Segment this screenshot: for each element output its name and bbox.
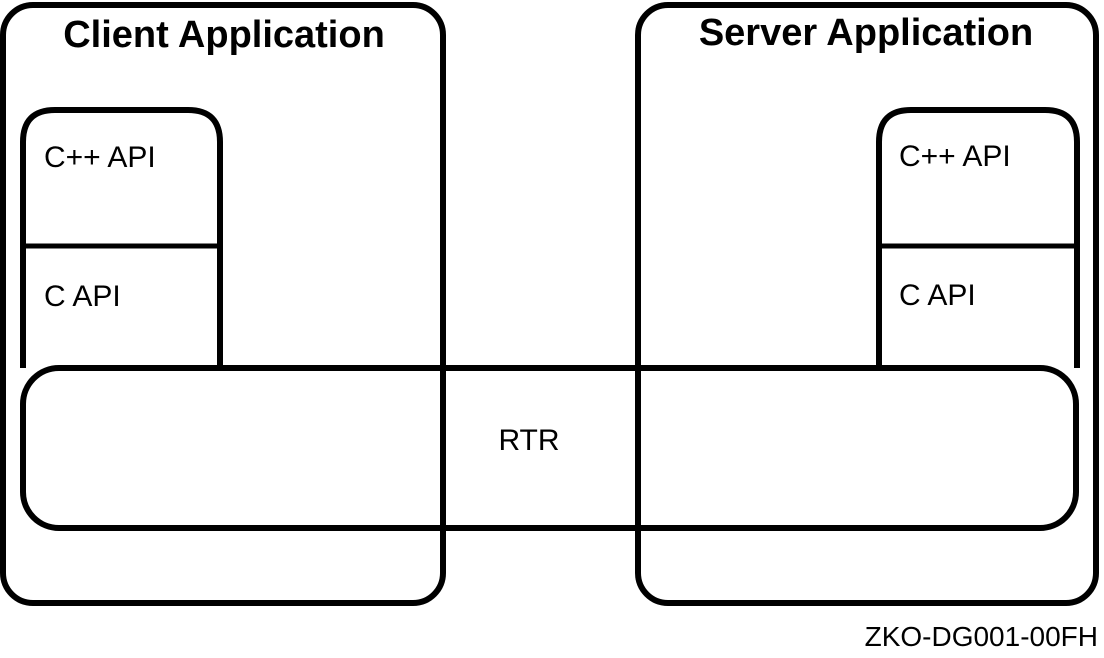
rtr-box (20, 365, 1079, 531)
rtr-group: RTR (20, 365, 1079, 531)
figure-id-label: ZKO-DG001-00FH (865, 621, 1098, 652)
client-c-api-label: C API (44, 280, 121, 313)
client-cpp-api-label: C++ API (44, 141, 156, 174)
server-application-box (635, 2, 1099, 606)
server-application-group: Server Application C++ API C API (635, 2, 1099, 606)
client-application-box (0, 2, 446, 606)
client-api-stack-box (20, 107, 223, 368)
server-application-title: Server Application (699, 12, 1033, 54)
rtr-label: RTR (498, 424, 559, 457)
server-api-stack-box (876, 107, 1080, 368)
client-application-group: Client Application C++ API C API (0, 2, 446, 606)
server-cpp-api-label: C++ API (899, 140, 1011, 173)
server-c-api-label: C API (899, 279, 976, 312)
client-application-title: Client Application (63, 14, 385, 56)
